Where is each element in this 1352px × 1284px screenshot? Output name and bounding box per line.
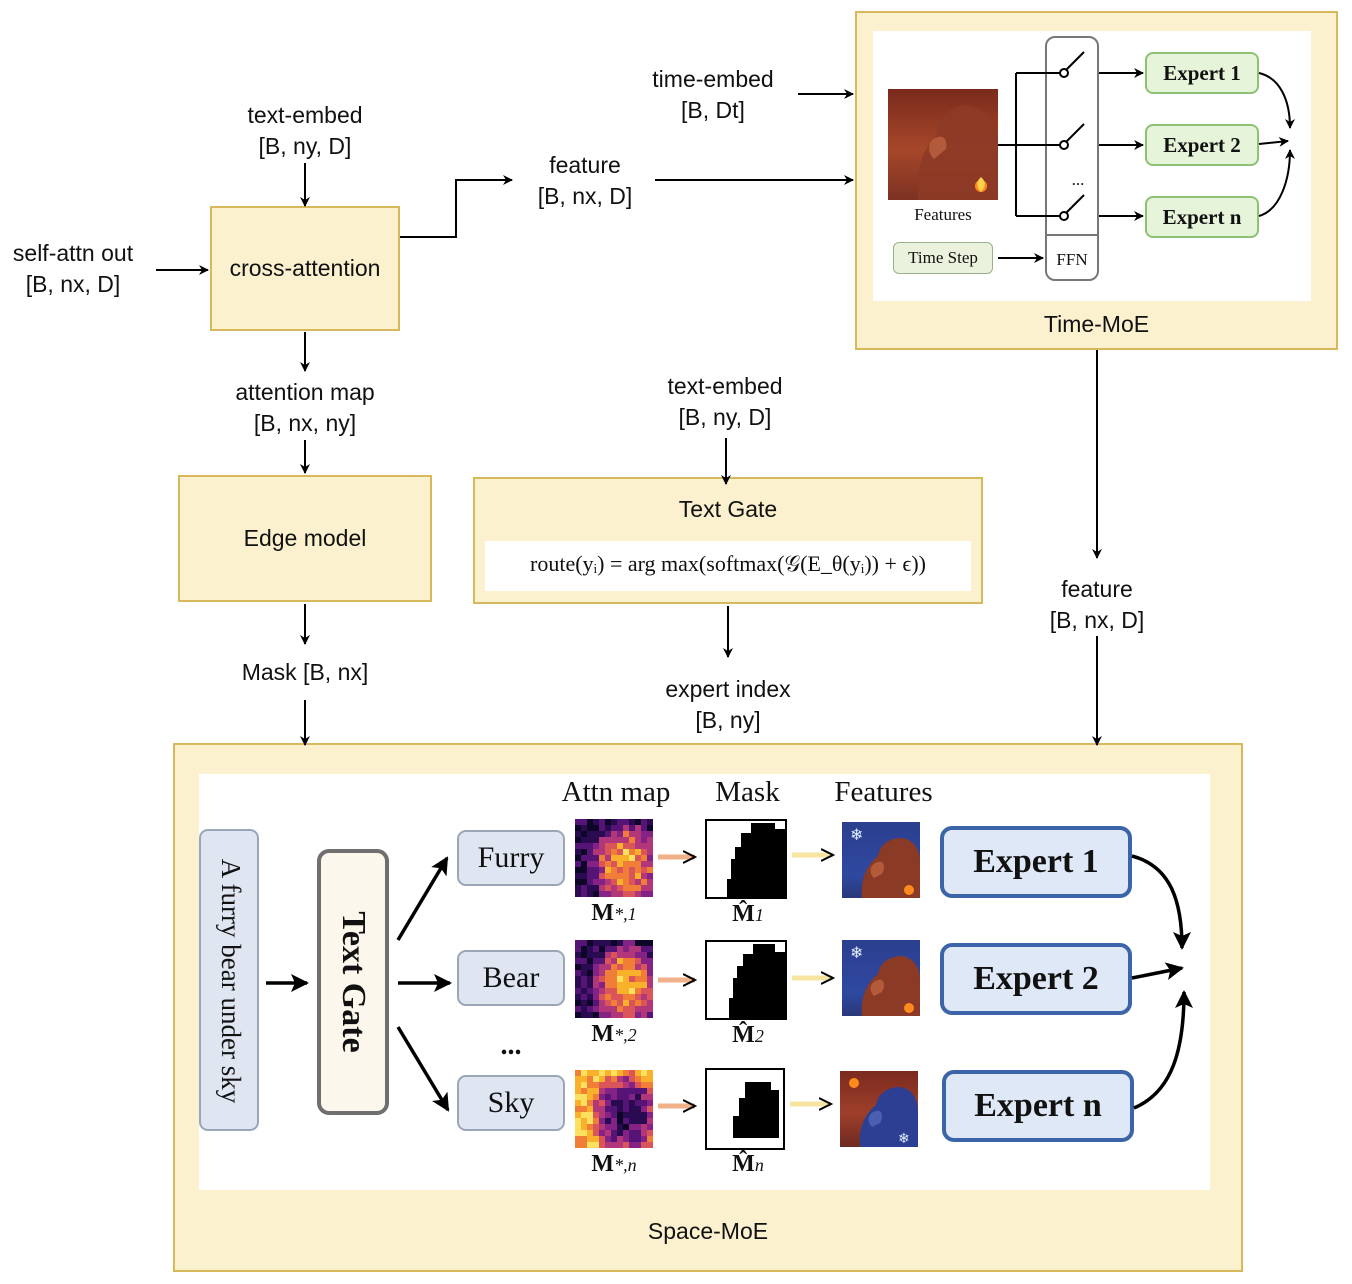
feature-image-2: ❄ (842, 940, 920, 1016)
text-gate-title: Text Gate (678, 496, 778, 522)
attn-map-2 (575, 940, 653, 1018)
ffn-label: FFN (1056, 250, 1088, 269)
attn-sub-2: M*,2 (591, 1021, 637, 1047)
space-expert-n: Expert n (942, 1070, 1134, 1142)
mask-sub-1: M̂1 (732, 901, 764, 927)
mask-1 (705, 819, 787, 899)
time-features-label: Features (914, 205, 972, 224)
word-furry: Furry (457, 830, 565, 886)
mask-sub-2: M̂2 (732, 1022, 764, 1048)
time-step-box: Time Step (893, 242, 993, 274)
mask-label: Mask [B, nx] (241, 659, 369, 685)
word-sky: Sky (457, 1075, 565, 1131)
attention-map-label: attention map[B, nx, ny] (235, 379, 375, 436)
formula-panel (485, 541, 971, 591)
route-formula: route(yᵢ) = arg max(softmax(𝒢(E_θ(yᵢ)) +… (530, 551, 926, 576)
attn-sub-1: M*,1 (591, 900, 637, 926)
bear-silhouette (917, 105, 998, 200)
ffn-divider (1046, 234, 1098, 236)
time-features-image (888, 89, 998, 200)
mask-2 (705, 940, 787, 1020)
text-embed-label: text-embed[B, ny, D] (247, 102, 363, 159)
time-expert-2: Expert 2 (1145, 124, 1259, 166)
mask-n (705, 1068, 785, 1150)
cross-attention-box: cross-attention (210, 206, 400, 331)
text-gate-box: Text Gate route(yᵢ) = arg max(softmax(𝒢(… (473, 477, 983, 604)
attn-sub-n: M*,n (591, 1151, 637, 1177)
svg-text:❄: ❄ (898, 1130, 910, 1146)
time-expert-n: Expert n (1145, 196, 1259, 238)
ffn-router-box (1045, 36, 1099, 281)
text-gate-input-label: text-embed[B, ny, D] (667, 373, 783, 430)
attn-map-n (575, 1070, 653, 1148)
self-attn-label: self-attn out[B, nx, D] (12, 240, 134, 297)
feature-image-1: ❄ (842, 822, 920, 898)
col-header-features: Features (834, 776, 933, 808)
time-expert-1: Expert 1 (1145, 52, 1259, 94)
word-bear: Bear (457, 950, 565, 1006)
mask-sub-n: M̂n (732, 1151, 764, 1177)
words-ellipsis: ... (500, 1030, 522, 1061)
router-ellipsis: ... (1071, 170, 1085, 189)
space-expert-2: Expert 2 (940, 943, 1132, 1015)
edge-model-box: Edge model (178, 475, 432, 602)
feature-out-label: feature[B, nx, D] (1049, 576, 1145, 633)
space-text-gate-box: Text Gate (317, 849, 389, 1115)
feature-label: feature[B, nx, D] (537, 152, 633, 209)
attn-map-1 (575, 819, 653, 897)
svg-text:❄: ❄ (850, 827, 863, 844)
col-header-attn-map: Attn map (561, 776, 671, 808)
feature-image-n: ❄ (840, 1071, 918, 1147)
space-expert-1: Expert 1 (940, 826, 1132, 898)
expert-index-label: expert index[B, ny] (665, 676, 791, 733)
time-moe-caption: Time-MoE (1043, 311, 1150, 337)
time-embed-label: time-embed[B, Dt] (652, 66, 774, 123)
svg-text:❄: ❄ (850, 945, 863, 962)
space-moe-caption: Space-MoE (647, 1218, 769, 1244)
prompt-box: A furry bear under sky (199, 829, 259, 1131)
col-header-mask: Mask (715, 776, 780, 808)
